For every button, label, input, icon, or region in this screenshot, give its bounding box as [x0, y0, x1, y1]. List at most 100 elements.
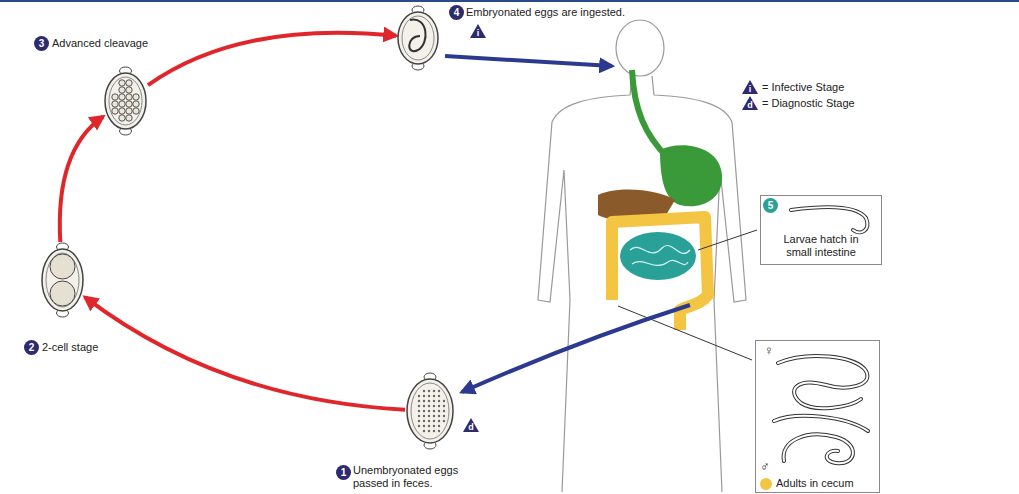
egg-cell [112, 94, 118, 100]
egg-drawing [40, 242, 85, 318]
egg-granule [428, 420, 430, 422]
egg-granule [428, 415, 430, 417]
human-outline [652, 76, 746, 492]
egg-inner-shell [46, 253, 79, 307]
egg-inner-shell [109, 77, 142, 125]
worm-body [778, 356, 867, 408]
callout-number: 5 [763, 198, 778, 213]
egg-granule [428, 405, 430, 407]
egg-granule [438, 425, 440, 427]
box-caption: Adults in cecum [776, 477, 854, 490]
egg-cell [119, 108, 125, 114]
egg-granule [418, 420, 420, 422]
callout-number: 4 [449, 5, 464, 20]
egg-granule [443, 405, 445, 407]
stage-marker [760, 478, 772, 490]
egg-granule [418, 395, 420, 397]
sex-symbol: ♂ [760, 460, 770, 474]
egg-granule [438, 390, 440, 392]
small-intestine [620, 232, 696, 280]
stage-caption: Advanced cleavage [52, 37, 148, 50]
callout-number: 3 [34, 36, 49, 51]
egg-cell [119, 115, 125, 121]
leader-line [618, 306, 752, 360]
egg-cell [112, 101, 118, 107]
egg-granule [423, 415, 425, 417]
egg-granule [418, 405, 420, 407]
development-arrow [148, 33, 396, 85]
egg-granule [438, 400, 440, 402]
egg-drawing [103, 66, 148, 136]
egg-granule [438, 415, 440, 417]
egg-cell [126, 101, 132, 107]
stage-symbol: d [463, 418, 479, 432]
worm-outline [778, 356, 867, 408]
egg-cell [119, 80, 125, 86]
development-arrow [85, 297, 405, 410]
egg-granule [438, 410, 440, 412]
stage-symbol: d [742, 96, 758, 110]
egg-cell [126, 94, 132, 100]
egg-inner-shell [402, 16, 434, 60]
egg-granule [423, 400, 425, 402]
egg-stage: 2-cell stage [40, 242, 85, 318]
egg-granule [418, 410, 420, 412]
egg-granule [443, 420, 445, 422]
egg-granule [433, 415, 435, 417]
egg-granule [423, 395, 425, 397]
egg-cell [50, 254, 75, 279]
stage-box: Adults in cecum [755, 340, 880, 493]
top-rule [0, 0, 1019, 2]
egg-granule [433, 400, 435, 402]
egg-cell [112, 108, 118, 114]
egg-shell [105, 73, 146, 129]
callout-number: 1 [336, 465, 351, 480]
egg-drawing [396, 5, 440, 71]
larva-in-egg [409, 20, 425, 52]
leader-line [698, 230, 757, 250]
egg-cell [126, 80, 132, 86]
egg-granule [423, 410, 425, 412]
worm-outline [784, 434, 853, 463]
excretion-arrow [462, 305, 690, 392]
stage-caption: Embryonated eggs are ingested. [466, 6, 625, 19]
stage-symbol: i [742, 80, 758, 94]
egg-cell [133, 101, 139, 107]
egg-shell [398, 12, 438, 64]
egg-cell [119, 101, 125, 107]
sex-symbol: ♀ [764, 344, 774, 358]
egg-granule [433, 430, 435, 432]
egg-cell [133, 94, 139, 100]
egg-granule [428, 395, 430, 397]
egg-shell [407, 379, 453, 443]
egg-stage: Embryonated eggs are ingested. [396, 5, 440, 71]
worm-body [791, 207, 867, 232]
egg-stage: Unembryonated eggs passed in feces. [405, 372, 455, 450]
small-intestine-loops [630, 245, 690, 253]
egg-granule [443, 400, 445, 402]
egg-granule [438, 430, 440, 432]
egg-granule [433, 405, 435, 407]
egg-granule [433, 420, 435, 422]
egg-granule [433, 390, 435, 392]
worm-outline [774, 416, 868, 431]
legend-text: = Infective Stage [762, 81, 844, 94]
egg-inner-shell [411, 383, 449, 439]
egg-granule [428, 390, 430, 392]
small-intestine-loops [632, 260, 688, 265]
egg-granule [418, 400, 420, 402]
egg-granule [418, 425, 420, 427]
egg-granule [428, 400, 430, 402]
egg-cell [126, 87, 132, 93]
egg-granule [438, 395, 440, 397]
ingestion-arrow [445, 56, 612, 66]
egg-cell [119, 87, 125, 93]
egg-granule [433, 410, 435, 412]
egg-granule [423, 420, 425, 422]
egg-granule [428, 410, 430, 412]
worm-body [784, 434, 853, 463]
callout-number: 2 [24, 340, 39, 355]
stage-caption: 2-cell stage [42, 341, 98, 354]
esophagus [632, 70, 668, 158]
egg-cell [119, 94, 125, 100]
